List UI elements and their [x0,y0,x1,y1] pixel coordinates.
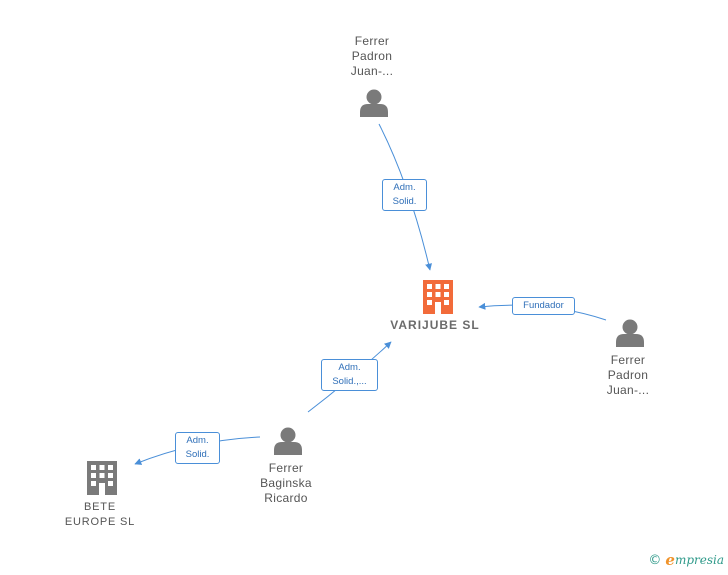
edge-label-adm-solid-mid[interactable]: Adm. Solid.,... [321,359,378,391]
label-line: Padron [607,368,649,382]
label-line: Juan-... [606,383,650,397]
brand-name: mpresia [674,553,724,567]
person-icon[interactable] [360,89,388,118]
label-line: Baginska [260,476,312,490]
edge-label-line: Solid.,... [332,376,367,387]
node-label-ferrer-baginska[interactable]: Ferrer Baginska Ricardo [246,461,326,506]
edge-label-line: Fundador [523,300,564,311]
copyright-icon: © [648,552,662,568]
edge-label-line: Solid. [392,196,417,207]
node-label-ferrer-padron-right[interactable]: Ferrer Padron Juan-... [588,353,668,398]
edge-label-line: Adm. [393,182,416,193]
edge-label-line: Adm. [338,362,361,373]
edge-label-fundador[interactable]: Fundador [512,297,575,315]
label-line: Ferrer [354,34,390,48]
node-label-varijube[interactable]: VARIJUBE SL [375,318,495,333]
person-icon[interactable] [274,427,302,456]
edge-label-line: Solid. [185,449,210,460]
label-line: Padron [351,49,393,63]
label-line: Ferrer [610,353,646,367]
edge-label-adm-solid-top[interactable]: Adm. Solid. [382,179,427,211]
label-line: Ferrer [268,461,304,475]
person-icon[interactable] [616,319,644,348]
building-icon[interactable] [423,280,453,314]
edge-label-adm-solid-left[interactable]: Adm. Solid. [175,432,220,464]
node-label-bete-europe[interactable]: BETE EUROPE SL [55,500,145,530]
label-line: Juan-... [350,64,394,78]
brand-logo: © e mpresia [648,551,724,569]
node-label-ferrer-padron-top[interactable]: Ferrer Padron Juan-... [332,34,412,79]
label-line: EUROPE SL [64,516,136,528]
label-line: BETE [84,501,116,513]
edge-label-line: Adm. [186,435,209,446]
label-line: Ricardo [264,491,308,505]
brand-initial: e [665,551,675,569]
building-icon[interactable] [87,461,117,495]
label-line: VARIJUBE SL [390,318,480,332]
